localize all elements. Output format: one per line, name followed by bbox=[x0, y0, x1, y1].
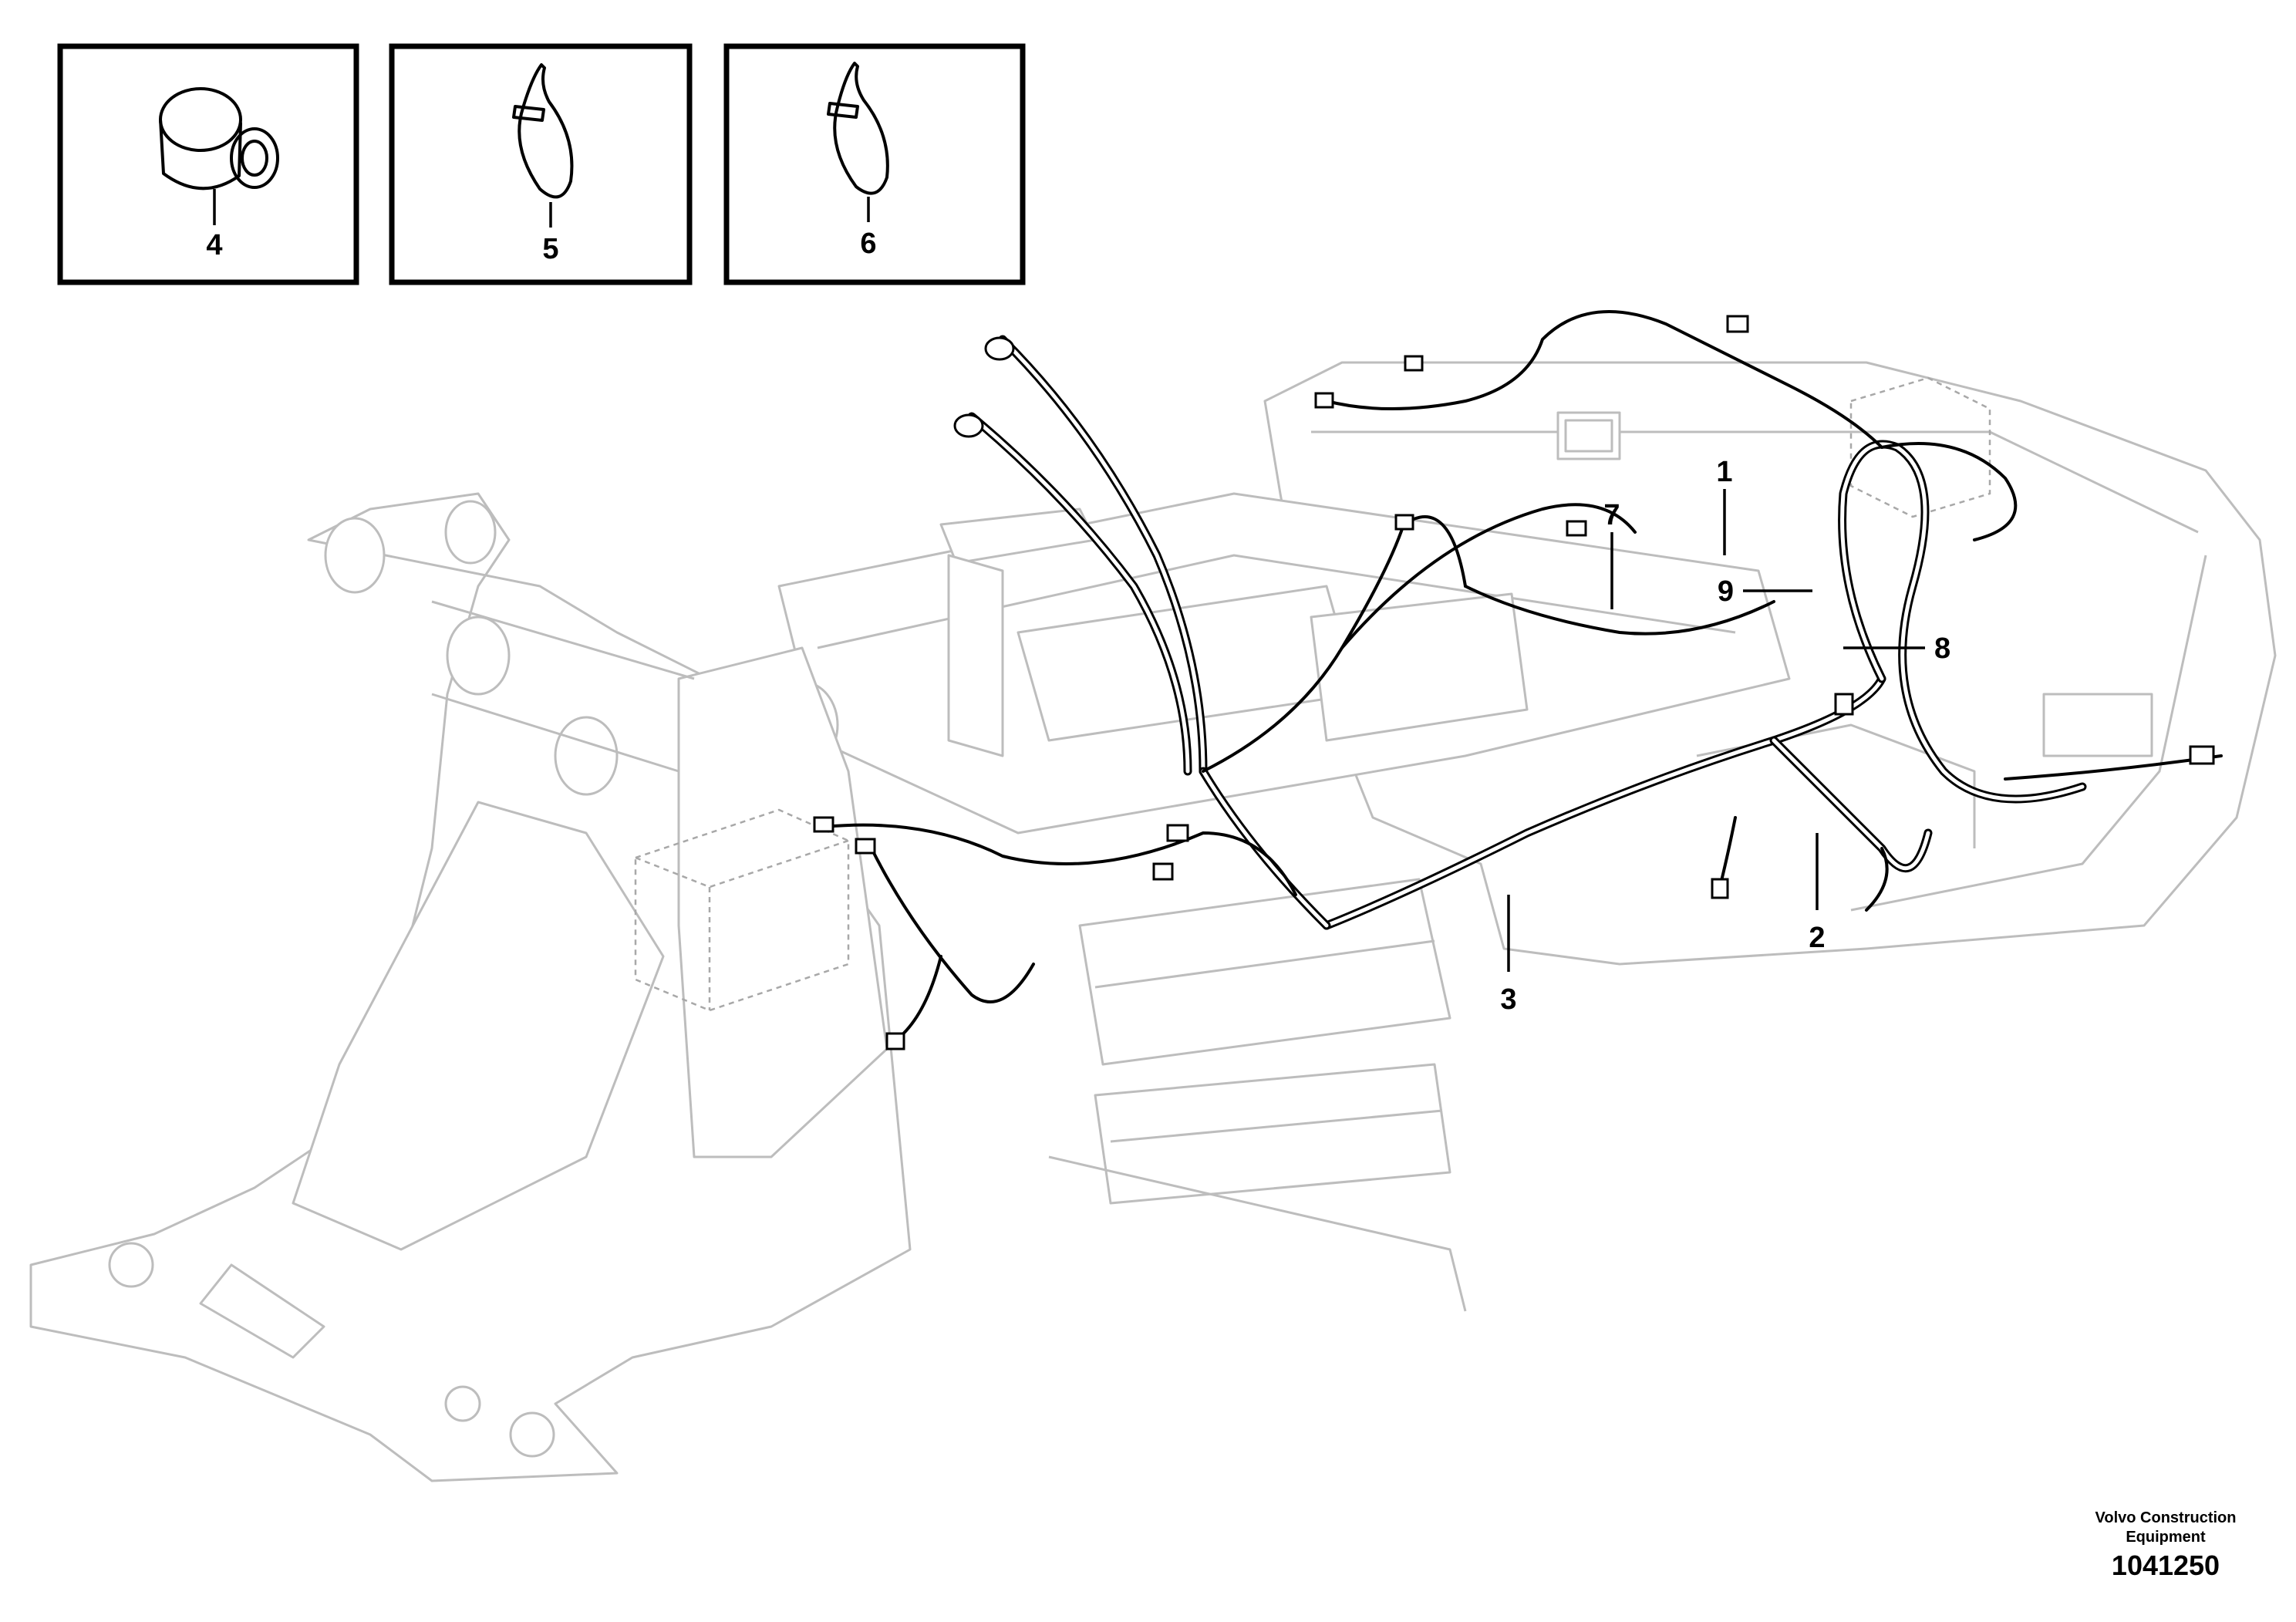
credit-line-2: Equipment bbox=[2126, 1529, 2206, 1546]
credit-line-1: Volvo Construction bbox=[2095, 1509, 2237, 1526]
document-number: 1041250 bbox=[2112, 1549, 2220, 1581]
cable-tie-icon bbox=[827, 62, 889, 195]
inset-label-6: 6 bbox=[860, 228, 876, 260]
step-upper bbox=[1078, 878, 1451, 1066]
callout-8: 8 bbox=[1934, 632, 1950, 665]
wiring-harness bbox=[813, 310, 2223, 1050]
callout-3: 3 bbox=[1500, 983, 1516, 1016]
grommet-icon bbox=[159, 87, 279, 191]
inset-box-cable-tie-5: 5 bbox=[389, 43, 693, 285]
cable-tie-icon bbox=[512, 63, 574, 199]
machine-frame bbox=[29, 361, 2277, 1482]
callouts: 1 2 3 7 8 9 bbox=[1500, 456, 1950, 1016]
footer: Volvo Construction Equipment 1041250 bbox=[2095, 1509, 2237, 1581]
callout-2: 2 bbox=[1809, 922, 1825, 954]
inset-box-cable-tie-6: 6 bbox=[723, 43, 1026, 285]
callout-9: 9 bbox=[1718, 575, 1734, 608]
callout-1: 1 bbox=[1716, 456, 1732, 488]
dashed-component-left bbox=[634, 808, 850, 1012]
inset-label-4: 4 bbox=[206, 229, 222, 261]
callout-7: 7 bbox=[1603, 499, 1620, 531]
step-lower bbox=[1094, 1063, 1451, 1205]
dashed-component-rear bbox=[1849, 376, 1991, 518]
inset-box-grommet: 4 bbox=[57, 43, 359, 285]
inset-label-5: 5 bbox=[542, 233, 558, 265]
